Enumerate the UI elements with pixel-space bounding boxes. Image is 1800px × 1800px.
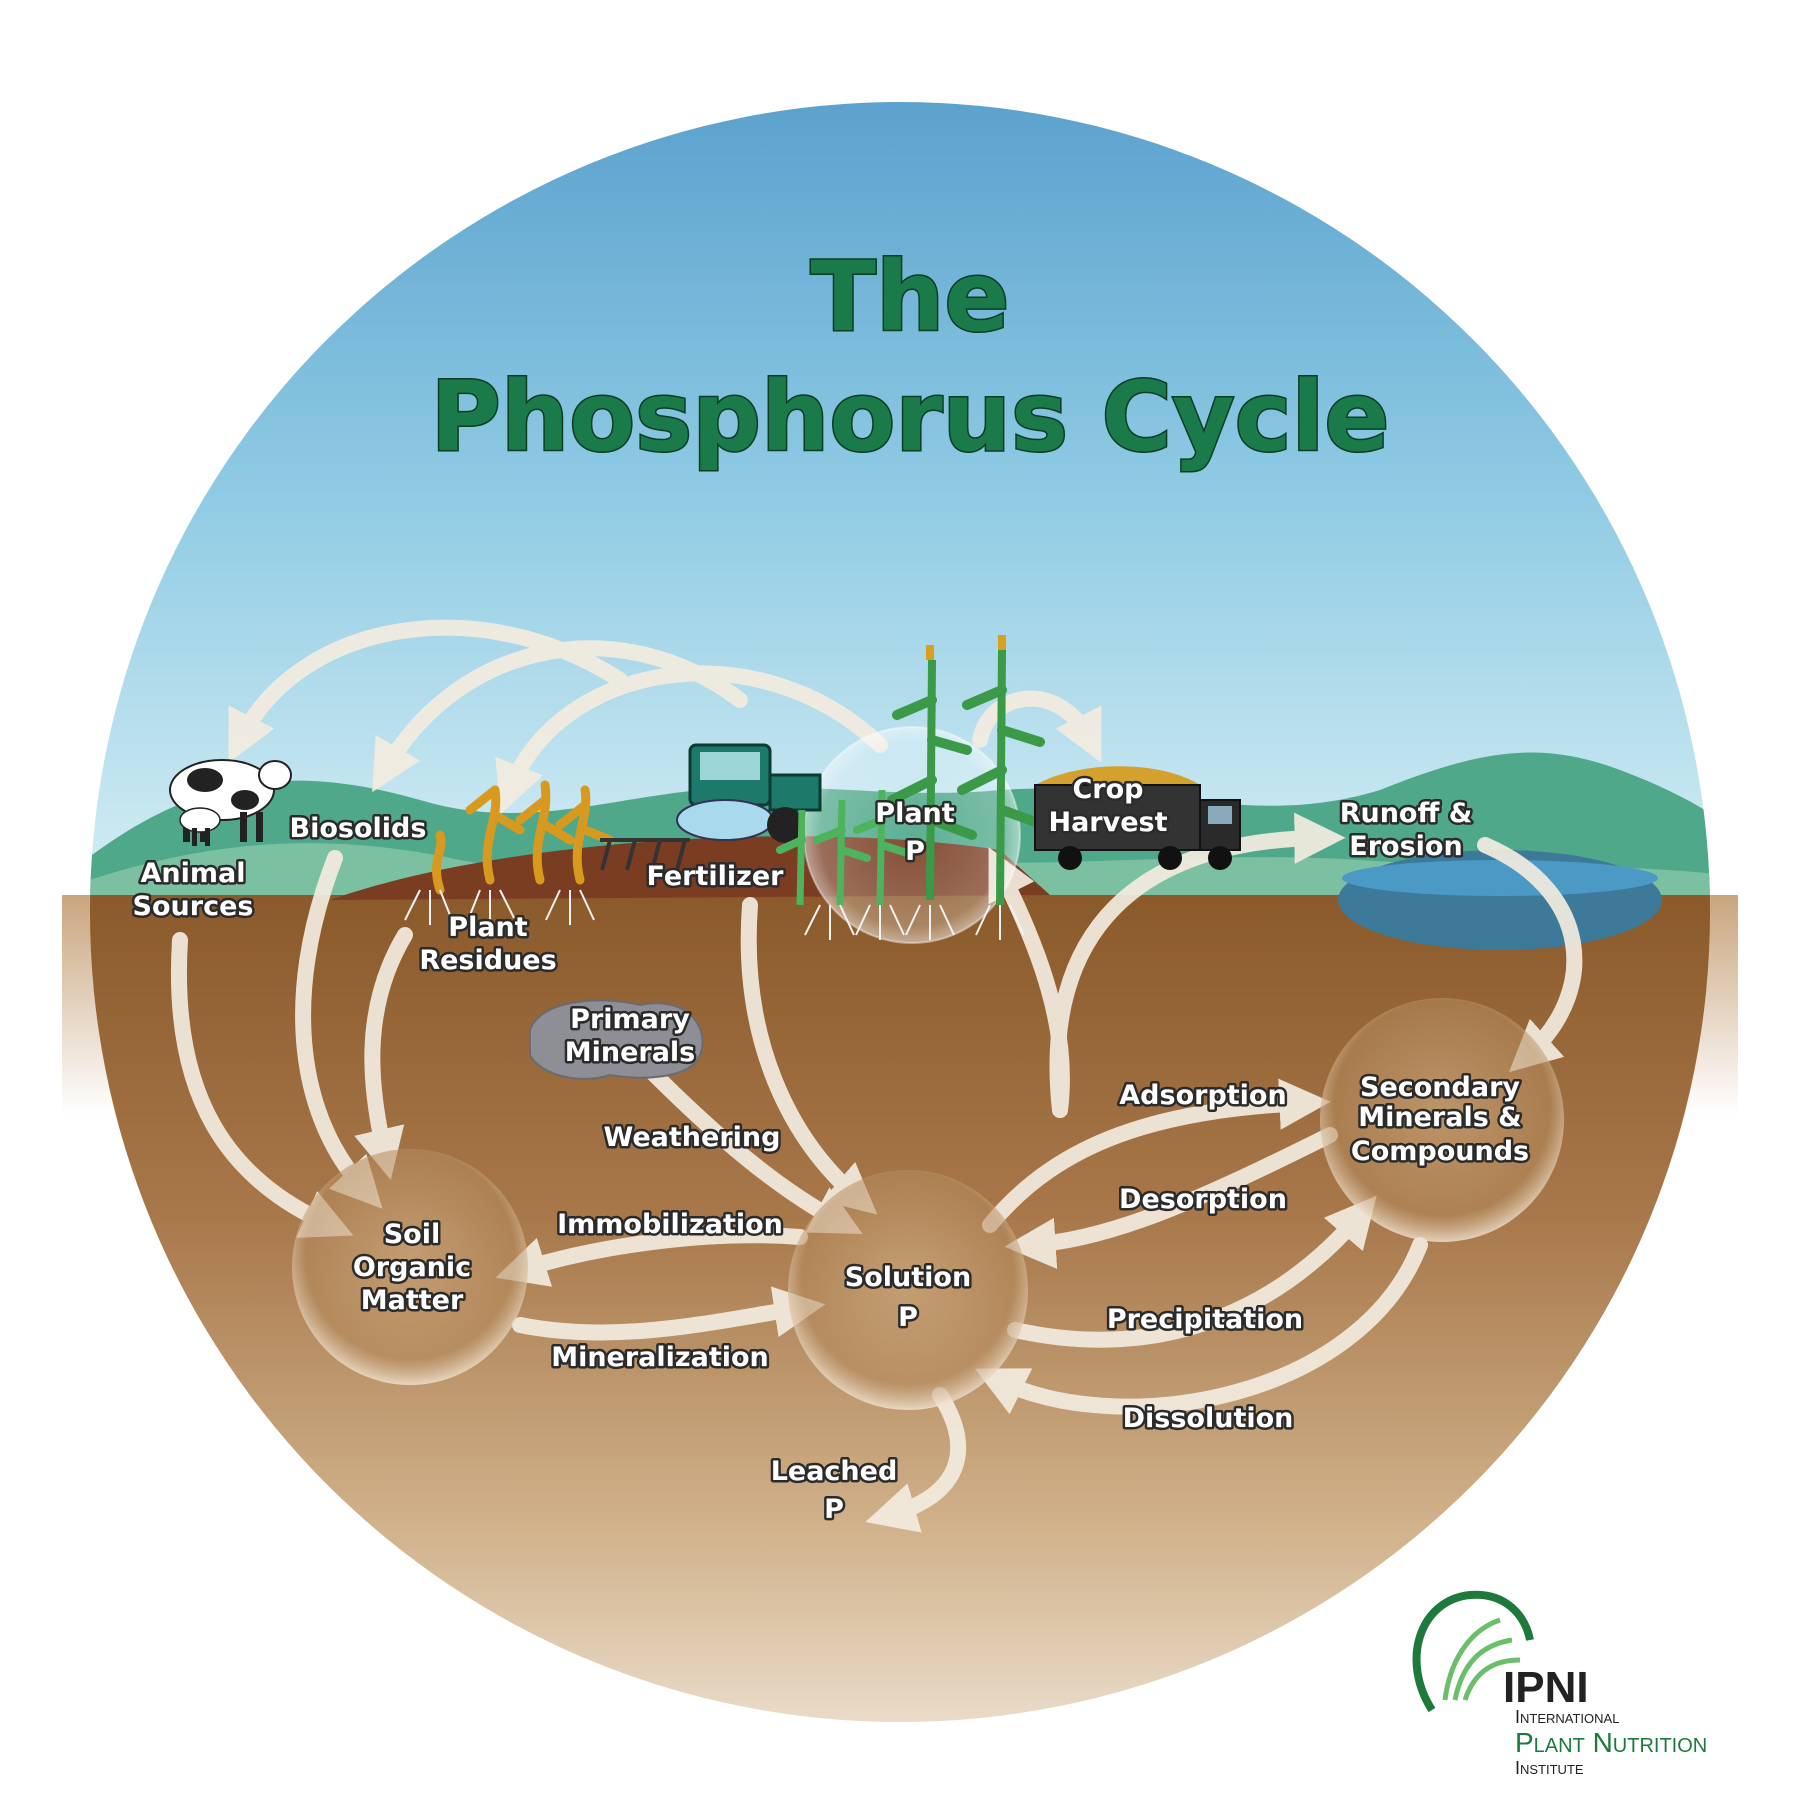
arrow-solution-to-leached <box>865 1387 967 1533</box>
title-line1: The <box>811 241 1010 353</box>
label-secondary-l1: Secondary <box>1360 1072 1520 1103</box>
ipni-logo-grass-icon <box>1442 1617 1521 1701</box>
label-primary-minerals-l1: Primary <box>570 1004 690 1035</box>
plant-residues-icon <box>432 780 615 895</box>
secondary-minerals-bubble <box>1320 998 1564 1242</box>
arrow-secondary-to-solution-dissolution <box>975 1237 1428 1415</box>
arrow-runoff-to-secondary <box>1477 837 1583 1073</box>
arrow-solution-to-secondary-precipitation <box>1007 1195 1377 1348</box>
label-secondary-l3: Compounds <box>1351 1136 1529 1167</box>
arrow-biosolids-to-som <box>295 850 383 1209</box>
arrow-residues-to-som <box>354 927 413 1180</box>
cow-icon <box>169 759 292 846</box>
label-leached-p-l1: Leached <box>771 1456 898 1487</box>
label-mineralization: Mineralization <box>551 1342 769 1373</box>
ipni-logo-line3: Institute <box>1515 1758 1584 1778</box>
plant-roots-icon <box>804 904 1025 940</box>
arrow-secondary-to-solution-desorption <box>1004 1127 1338 1269</box>
arrow-solution-to-secondary-adsorption <box>982 1078 1331 1233</box>
label-dissolution: Dissolution <box>1123 1403 1294 1434</box>
pond-surface <box>1342 860 1658 896</box>
label-biosolids: Biosolids <box>290 813 427 844</box>
label-adsorption: Adsorption <box>1119 1080 1286 1111</box>
label-precipitation: Precipitation <box>1107 1304 1303 1335</box>
arrow-primary-to-solution <box>642 1062 863 1235</box>
residue-roots-icon <box>404 889 595 925</box>
arrow-fertilizer-to-solution <box>740 897 878 1215</box>
tractor-icon <box>600 743 822 871</box>
ipni-logo-line2: Plant Nutrition <box>1515 1727 1707 1758</box>
ipni-logo-abbr: IPNI <box>1503 1663 1589 1712</box>
label-desorption: Desorption <box>1119 1184 1287 1215</box>
label-plant-residues-l2: Residues <box>419 945 556 976</box>
arrow-plant-to-residues <box>495 665 888 814</box>
truck-icon <box>1034 766 1241 870</box>
label-som-l1: Soil <box>384 1219 441 1250</box>
arrow-animal-to-som <box>171 932 354 1238</box>
label-runoff-erosion-l1: Runoff & <box>1340 798 1473 829</box>
label-immobilization: Immobilization <box>557 1209 783 1240</box>
label-solution-p-l1: Solution <box>845 1262 971 1293</box>
ipni-logo-line1: International <box>1515 1707 1619 1727</box>
label-crop-harvest-l2: Harvest <box>1048 807 1167 838</box>
label-animal-sources-l2: Sources <box>133 891 254 922</box>
label-som-l2: Organic <box>353 1252 471 1283</box>
ipni-logo: IPNI International Plant Nutrition Insti… <box>1412 1590 1707 1778</box>
arrow-plant-to-harvest <box>972 690 1102 763</box>
label-weathering: Weathering <box>604 1122 781 1153</box>
ipni-logo-arc-icon <box>1412 1590 1534 1713</box>
label-plant-residues-l1: Plant <box>448 912 527 943</box>
label-plant-p-l2: P <box>905 836 925 867</box>
label-plant-p-l1: Plant <box>875 798 954 829</box>
arrow-solution-to-som <box>495 1227 808 1287</box>
label-secondary-l2: Minerals & <box>1358 1102 1521 1133</box>
soil-organic-matter-bubble <box>292 1149 528 1385</box>
label-crop-harvest-l1: Crop <box>1072 774 1143 805</box>
label-animal-sources-l1: Animal <box>141 858 246 889</box>
arrow-som-to-solution <box>512 1286 826 1341</box>
label-fertilizer: Fertilizer <box>647 861 785 892</box>
rock-icon <box>529 999 704 1080</box>
corn-plants-icon <box>776 635 1049 906</box>
label-leached-p-l2: P <box>824 1494 844 1525</box>
cycle-arrows <box>171 619 1583 1533</box>
label-fertilizer-l1: Fertilizer <box>647 861 785 892</box>
label-som-l3: Matter <box>361 1285 464 1316</box>
label-runoff-erosion: Runoff &Erosion <box>1340 798 1473 862</box>
solution-p-bubble <box>788 1170 1028 1410</box>
label-solution-p-l2: P <box>898 1302 918 1333</box>
label-runoff-erosion-l2: Erosion <box>1349 831 1462 862</box>
title-line2: Phosphorus Cycle <box>430 361 1389 473</box>
label-primary-minerals-l2: Minerals <box>565 1037 696 1068</box>
label-biosolids-l1: Biosolids <box>290 813 427 844</box>
arrow-solution-to-runoff <box>1049 812 1346 1118</box>
